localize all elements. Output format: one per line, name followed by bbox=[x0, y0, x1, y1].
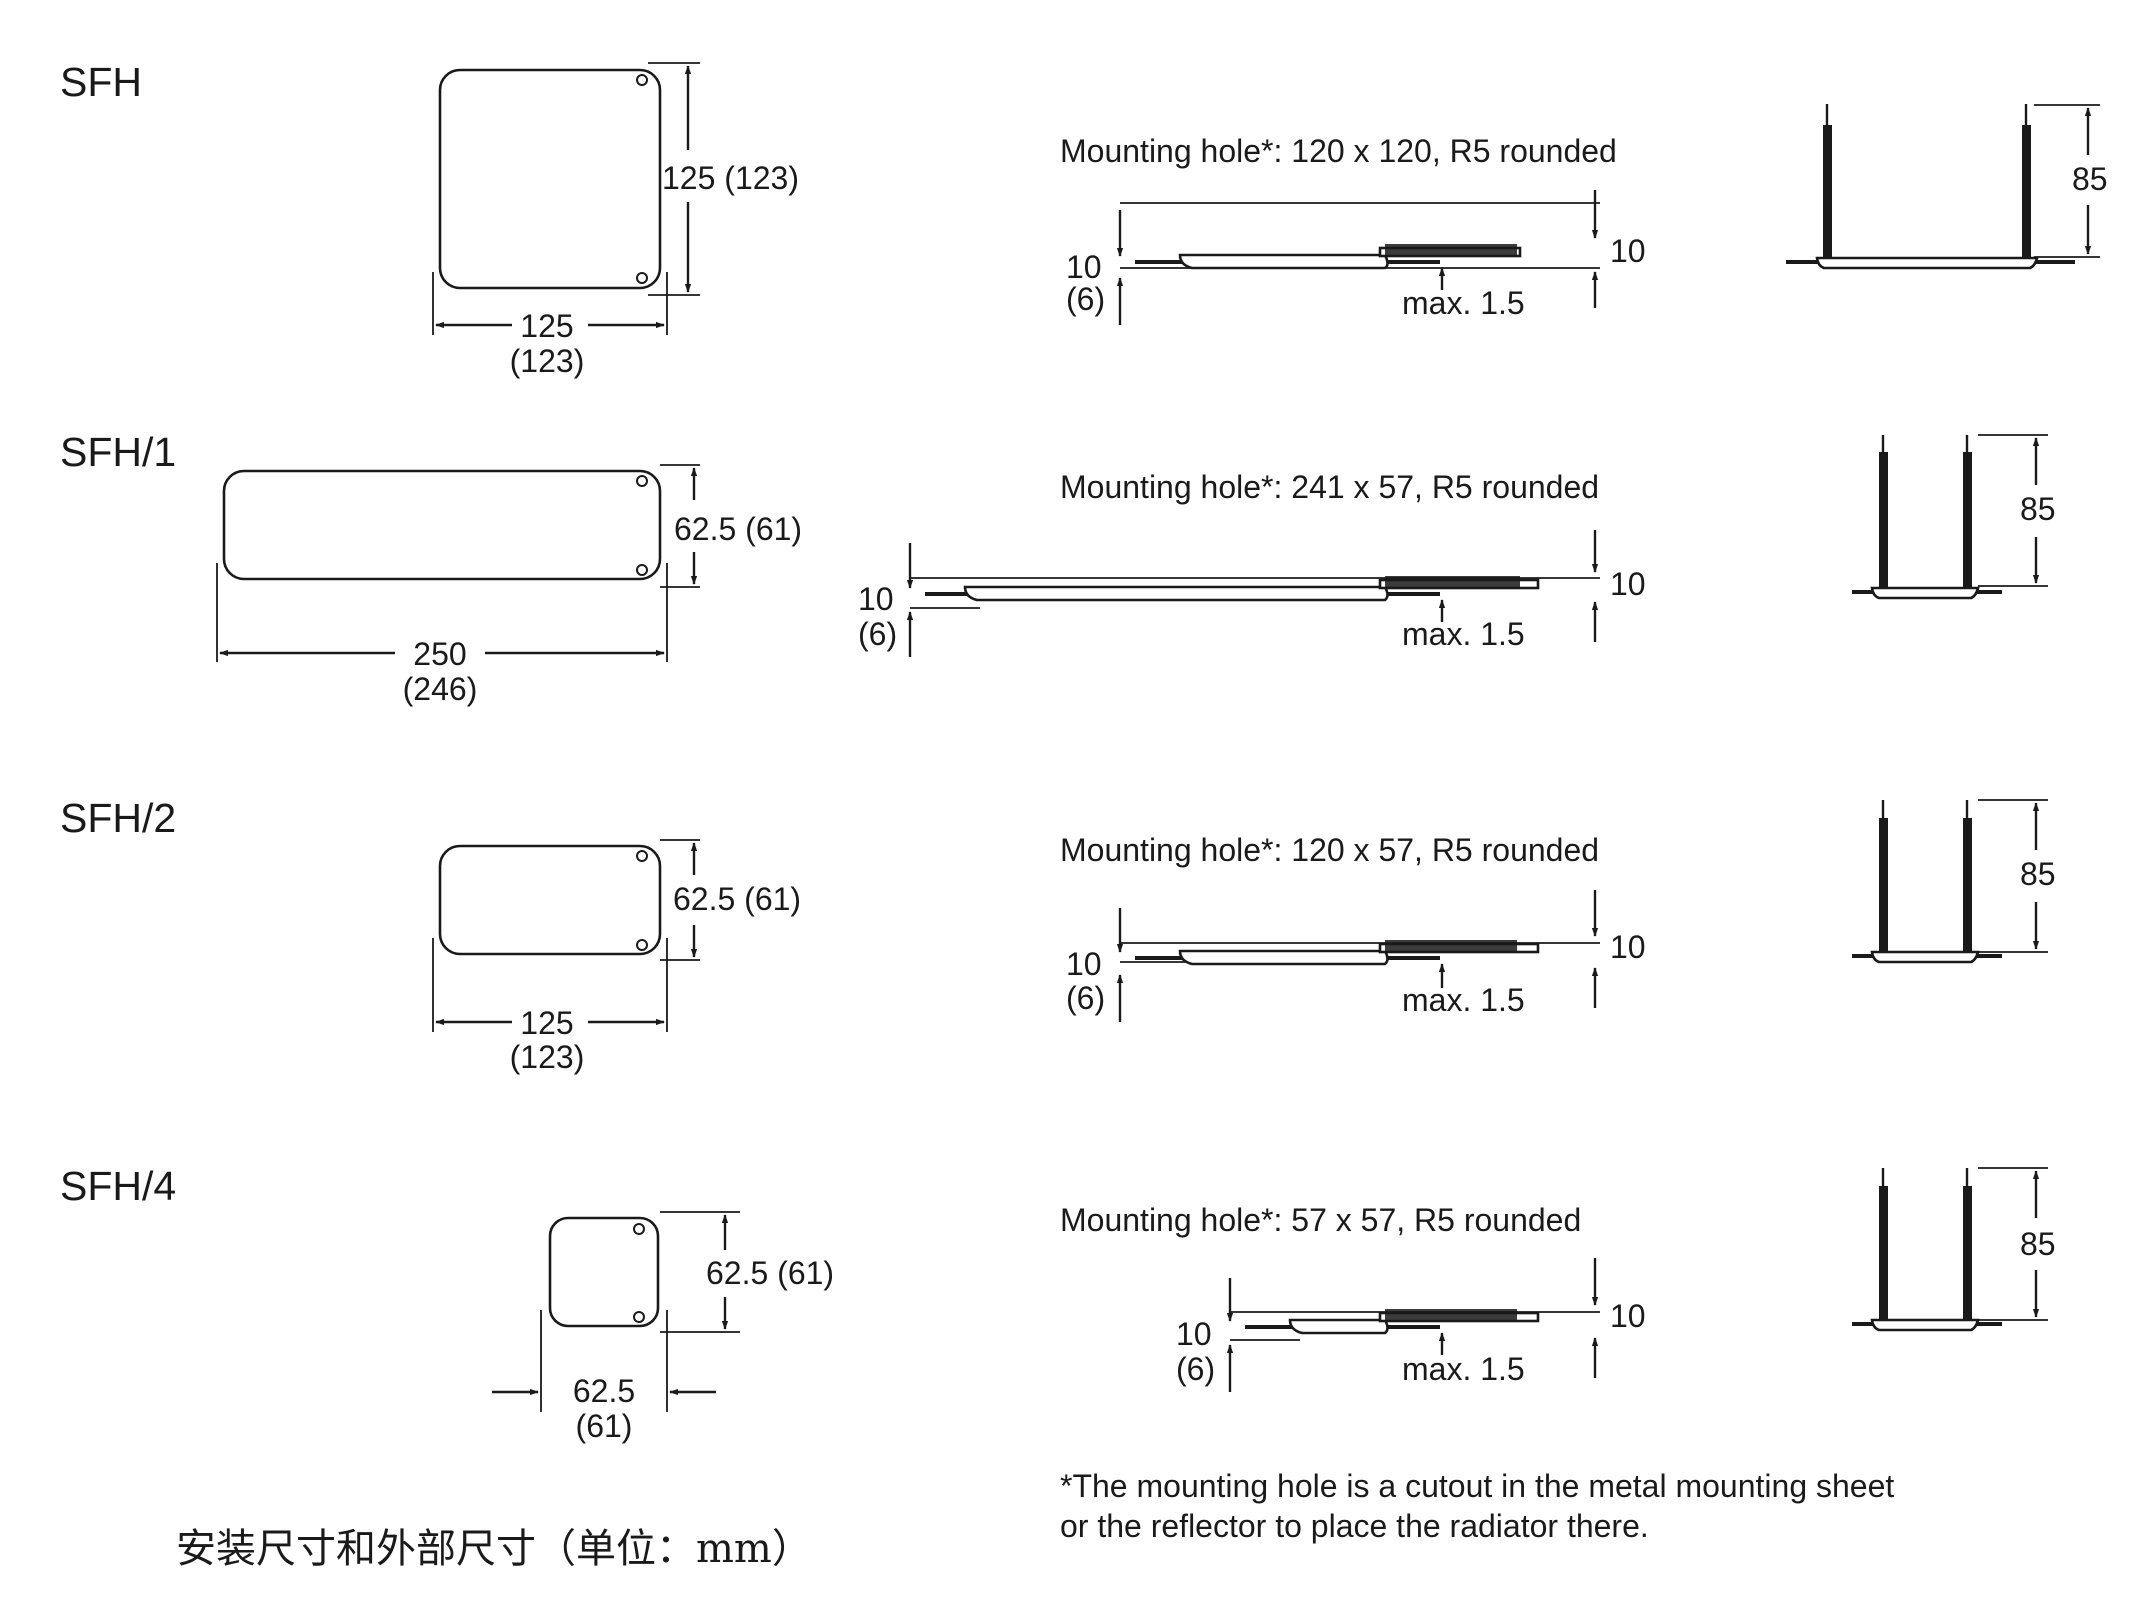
mounting-hole bbox=[636, 74, 648, 86]
dim-left-bottom: (6) bbox=[1176, 1351, 1215, 1387]
footnote-line-1: *The mounting hole is a cutout in the me… bbox=[1060, 1468, 1894, 1504]
heater-plate bbox=[438, 844, 662, 956]
dim-left-bottom: (6) bbox=[1066, 980, 1105, 1016]
dim-max: max. 1.5 bbox=[1402, 616, 1525, 652]
dim-left-top: 10 bbox=[858, 581, 894, 617]
heater-plate bbox=[222, 469, 662, 581]
width-dimension: 125 bbox=[520, 1005, 573, 1041]
heater-body bbox=[1178, 949, 1389, 966]
model-sfh-1: SFH/1 62.5 (61) 250 (246) Mounting hole*… bbox=[60, 429, 2056, 707]
dim-right: 10 bbox=[1610, 1298, 1646, 1334]
mounting-hole-note: Mounting hole*: 57 x 57, R5 rounded bbox=[1060, 1202, 1581, 1238]
caption: 安装尺寸和外部尺寸（单位：mm） bbox=[176, 1526, 812, 1572]
dim-left-top: 10 bbox=[1176, 1316, 1212, 1352]
mounting-hole-note: Mounting hole*: 120 x 57, R5 rounded bbox=[1060, 832, 1599, 868]
terminal-height: 85 bbox=[2020, 491, 2056, 527]
dim-max: max. 1.5 bbox=[1402, 285, 1525, 321]
width-dimension: 250 bbox=[413, 636, 466, 672]
height-dimension: 62.5 (61) bbox=[673, 881, 801, 917]
dim-right: 10 bbox=[1610, 233, 1646, 269]
dim-left-top: 10 bbox=[1066, 946, 1102, 982]
width-inner-dimension: (123) bbox=[510, 1039, 585, 1075]
side-view: Mounting hole*: 57 x 57, R5 rounded 10 (… bbox=[1060, 1202, 1646, 1392]
dim-max: max. 1.5 bbox=[1402, 1351, 1525, 1387]
front-view: 62.5 (61) 250 (246) bbox=[216, 464, 802, 707]
width-inner-dimension: (246) bbox=[403, 671, 478, 707]
mounting-hole bbox=[636, 272, 648, 284]
heater-body bbox=[1178, 253, 1389, 270]
mounting-hole-note: Mounting hole*: 241 x 57, R5 rounded bbox=[1060, 469, 1599, 505]
side-view: Mounting hole*: 120 x 120, R5 rounded 10… bbox=[1060, 133, 1646, 325]
mounting-hole bbox=[633, 1223, 645, 1235]
mounting-hole bbox=[636, 939, 648, 951]
heater-plate bbox=[438, 68, 662, 290]
dim-left-top: 10 bbox=[1066, 249, 1102, 285]
dim-right: 10 bbox=[1610, 566, 1646, 602]
front-view: 62.5 (61) 62.5 (61) bbox=[492, 1211, 834, 1444]
heater-body bbox=[1288, 1318, 1389, 1335]
mounting-hole bbox=[633, 1311, 645, 1323]
terminal-view: 85 bbox=[1852, 1167, 2056, 1332]
terminal-height: 85 bbox=[2020, 1226, 2056, 1262]
mounting-hole bbox=[636, 475, 648, 487]
side-view: Mounting hole*: 241 x 57, R5 rounded 10 … bbox=[858, 469, 1646, 657]
height-dimension: 62.5 (61) bbox=[706, 1255, 834, 1291]
model-sfh: SFH 125 (123) 125 (123) Mounting hole*: … bbox=[60, 59, 2108, 379]
terminal-view: 85 bbox=[1852, 799, 2056, 964]
terminal-view: 85 bbox=[1852, 434, 2056, 600]
model-sfh-4: SFH/4 62.5 (61) 62.5 (61) Mounting hole*… bbox=[60, 1163, 2056, 1444]
terminal-height: 85 bbox=[2020, 856, 2056, 892]
footnote-line-2: or the reflector to place the radiator t… bbox=[1060, 1508, 1649, 1544]
model-name: SFH/4 bbox=[60, 1163, 176, 1209]
terminal-height: 85 bbox=[2072, 161, 2108, 197]
dim-left-bottom: (6) bbox=[858, 616, 897, 652]
width-inner-dimension: (123) bbox=[510, 343, 585, 379]
width-inner-dimension: (61) bbox=[576, 1408, 633, 1444]
model-sfh-2: SFH/2 62.5 (61) 125 (123) Mounting hole*… bbox=[60, 795, 2056, 1075]
mounting-hole-note: Mounting hole*: 120 x 120, R5 rounded bbox=[1060, 133, 1617, 169]
model-name: SFH/1 bbox=[60, 429, 176, 475]
width-dimension: 125 bbox=[520, 308, 573, 344]
mounting-hole bbox=[636, 564, 648, 576]
dim-right: 10 bbox=[1610, 929, 1646, 965]
terminal-view: 85 bbox=[1786, 104, 2108, 270]
heater-body bbox=[963, 585, 1389, 602]
model-name: SFH/2 bbox=[60, 795, 176, 841]
front-view: 125 (123) 125 (123) bbox=[432, 62, 799, 379]
front-view: 62.5 (61) 125 (123) bbox=[432, 839, 801, 1075]
side-view: Mounting hole*: 120 x 57, R5 rounded 10 … bbox=[1060, 832, 1646, 1022]
model-name: SFH bbox=[60, 59, 142, 105]
height-dimension: 125 (123) bbox=[662, 160, 799, 196]
width-dimension: 62.5 bbox=[573, 1373, 635, 1409]
height-dimension: 62.5 (61) bbox=[674, 511, 802, 547]
mounting-hole bbox=[636, 850, 648, 862]
dim-left-bottom: (6) bbox=[1066, 281, 1105, 317]
heater-plate bbox=[548, 1216, 660, 1328]
dim-max: max. 1.5 bbox=[1402, 982, 1525, 1018]
